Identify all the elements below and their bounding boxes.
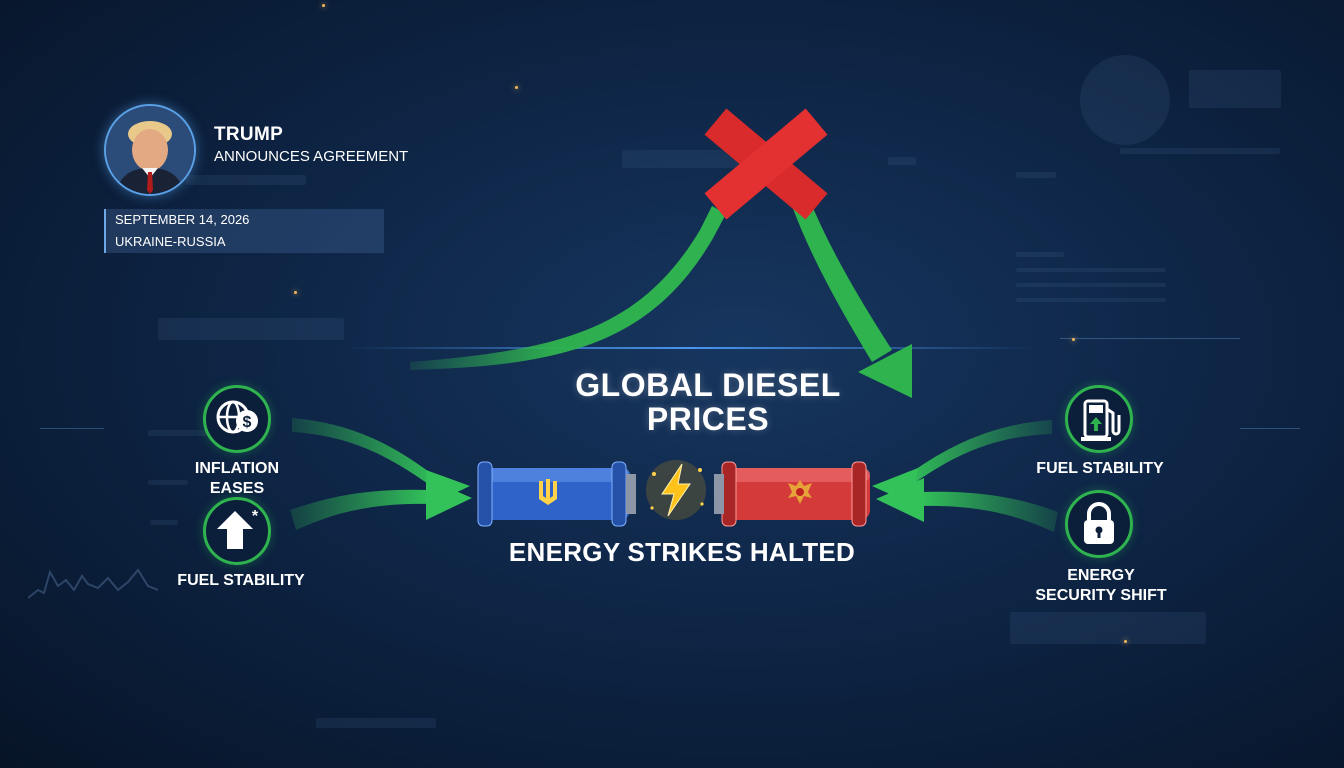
right-item-label: ENERGY SECURITY SHIFT <box>1035 567 1167 604</box>
padlock-icon <box>1065 490 1133 558</box>
avatar <box>104 104 196 196</box>
date-bar: SEPTEMBER 14, 2026 <box>104 209 384 231</box>
right-item-label: FUEL STABILITY <box>1036 460 1164 477</box>
left-item-label: FUEL STABILITY <box>177 572 305 589</box>
left-item-label: INFLATION EASES <box>194 460 280 497</box>
x-mark-icon <box>704 108 828 220</box>
russia-pipe <box>714 461 870 527</box>
globe-dollar-icon: $ <box>203 385 271 453</box>
lightning-icon <box>646 460 706 520</box>
header-name: TRUMP <box>214 124 284 145</box>
fuel-pump-icon <box>1065 385 1133 453</box>
svg-text:*: * <box>252 508 259 525</box>
ukraine-trident-icon <box>539 479 557 505</box>
region-bar: UKRAINE-RUSSIA <box>104 231 384 253</box>
header-headline: ANNOUNCES AGREEMENT <box>214 148 409 165</box>
svg-text:$: $ <box>243 414 252 431</box>
main-title: GLOBAL DIESEL PRICES <box>575 367 841 437</box>
russia-eagle-icon <box>788 480 812 504</box>
up-arrow-icon: * <box>203 497 271 565</box>
subtitle: ENERGY STRIKES HALTED <box>508 537 856 567</box>
